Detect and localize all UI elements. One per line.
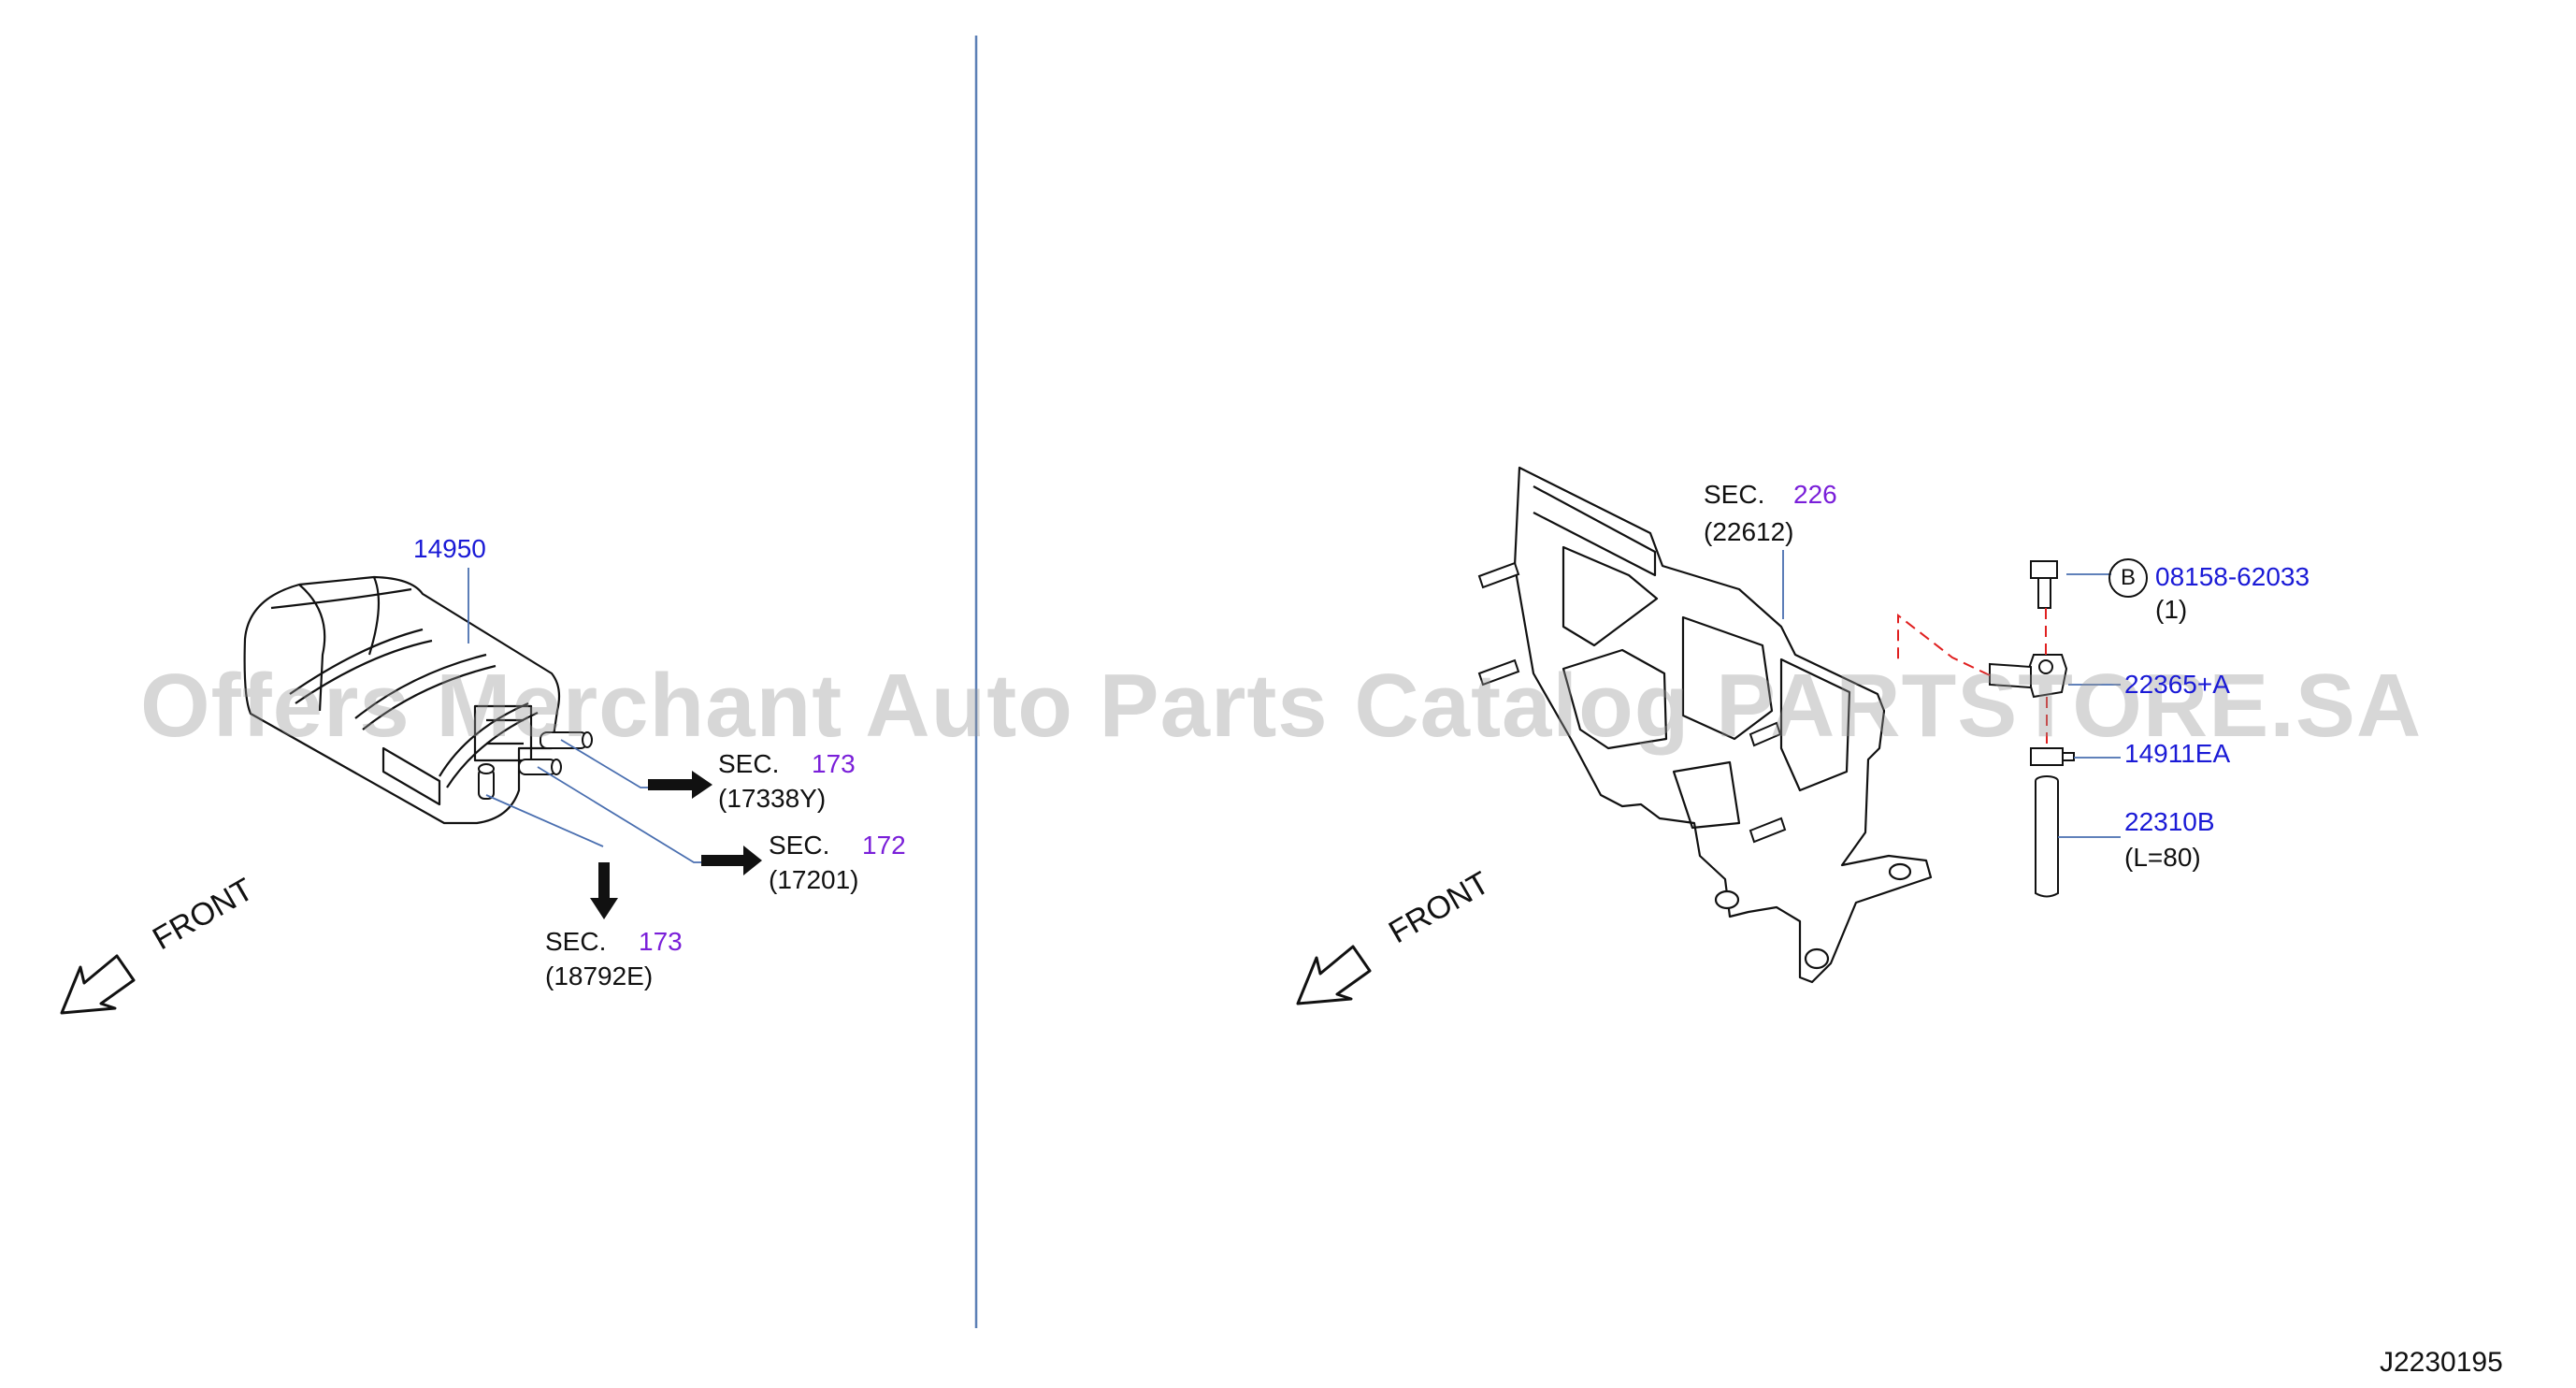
watermark-text: Offers Merchant Auto Parts Catalog PARTS… xyxy=(140,656,2423,756)
sec-label-right: SEC. xyxy=(1704,480,1765,509)
part-link-22310b[interactable]: 22310B xyxy=(2124,807,2215,836)
sec-link-173-a[interactable]: 173 xyxy=(812,749,856,778)
sec-ref-b: (17201) xyxy=(769,865,859,894)
part-link-14911ea[interactable]: 14911EA xyxy=(2124,739,2231,768)
sec-ref-c: (18792E) xyxy=(545,961,654,990)
sec-ref-a: (17338Y) xyxy=(718,784,827,813)
bolt-quantity: (1) xyxy=(2155,595,2188,624)
diagram-id: J2230195 xyxy=(2380,1347,2503,1378)
part-link-14950[interactable]: 14950 xyxy=(413,534,486,563)
part-link-08158-62033[interactable]: 08158-62033 xyxy=(2155,562,2310,591)
bracket-illustration xyxy=(1513,466,1933,984)
right-leader-lines xyxy=(1782,550,2121,838)
bolt-b-marker: B xyxy=(2108,558,2148,598)
front-arrow-right xyxy=(1296,945,1372,1005)
sec-ref-right: (22612) xyxy=(1704,517,1794,546)
section-arrows xyxy=(590,771,762,919)
sec-label-b: SEC. xyxy=(769,831,830,860)
bolt-and-sensor xyxy=(1989,560,2075,898)
sec-link-226[interactable]: 226 xyxy=(1793,480,1837,509)
bracket-studs xyxy=(1477,561,1787,844)
hose-length: (L=80) xyxy=(2124,843,2201,872)
sec-link-172[interactable]: 172 xyxy=(862,831,906,860)
sec-link-173-c[interactable]: 173 xyxy=(639,927,683,956)
sec-label-c: SEC. xyxy=(545,927,607,956)
part-link-22365-a[interactable]: 22365+A xyxy=(2124,670,2230,699)
front-arrow-left xyxy=(60,954,136,1015)
sec-label-a: SEC. xyxy=(718,749,780,778)
install-dashed-lines xyxy=(1897,608,2048,748)
canister-illustration xyxy=(243,575,561,825)
